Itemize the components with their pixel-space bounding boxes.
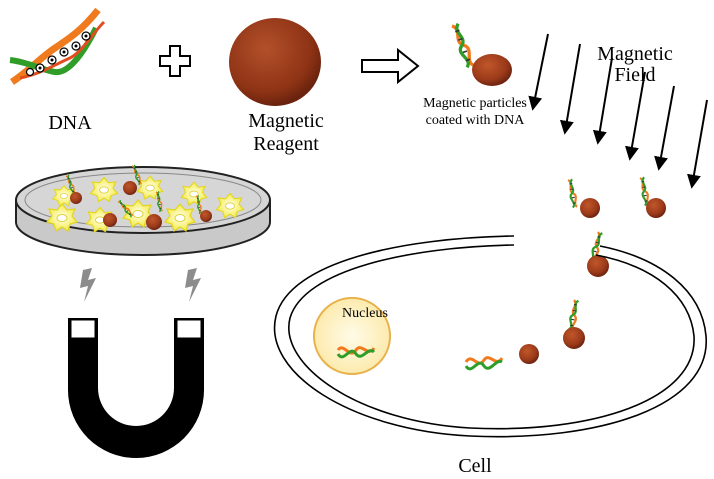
free-bead (519, 344, 539, 364)
process-arrow-icon (361, 47, 420, 85)
label-line: Field (614, 64, 656, 86)
dna-helix-icon (9, 7, 106, 85)
cell-membrane (273, 235, 707, 438)
nucleus-dna (336, 346, 376, 359)
label-cell: Cell (458, 455, 492, 477)
coated-particle (449, 21, 512, 86)
plus-icon (159, 45, 191, 77)
magnetic-field-arrows (528, 33, 708, 189)
label-dna: DNA (48, 112, 92, 134)
label-coated-particles: Magnetic particles coated with DNA (395, 96, 555, 130)
dish-particles (64, 164, 212, 230)
coated-particle (587, 230, 609, 277)
coated-particle (566, 178, 600, 218)
label-magnetic-reagent: Magnetic Reagent (226, 110, 346, 156)
label-magnetic-field: Magnetic Field (580, 44, 690, 86)
label-line: Reagent (253, 133, 319, 155)
label-nucleus: Nucleus (342, 306, 388, 321)
label-line: Magnetic (597, 43, 673, 65)
horseshoe-magnet (68, 318, 204, 458)
free-dna (464, 356, 504, 371)
label-line: Magnetic particles (423, 96, 527, 111)
lightning-bolt-icon (80, 268, 201, 302)
coated-particle (638, 176, 666, 218)
label-magnet: Magnetic (108, 385, 166, 401)
label-line: coated with DNA (425, 112, 525, 128)
coated-particle (563, 298, 585, 349)
magnetic-reagent-bead (229, 18, 321, 106)
label-line: Magnetic (248, 110, 324, 132)
nucleus (313, 297, 391, 375)
